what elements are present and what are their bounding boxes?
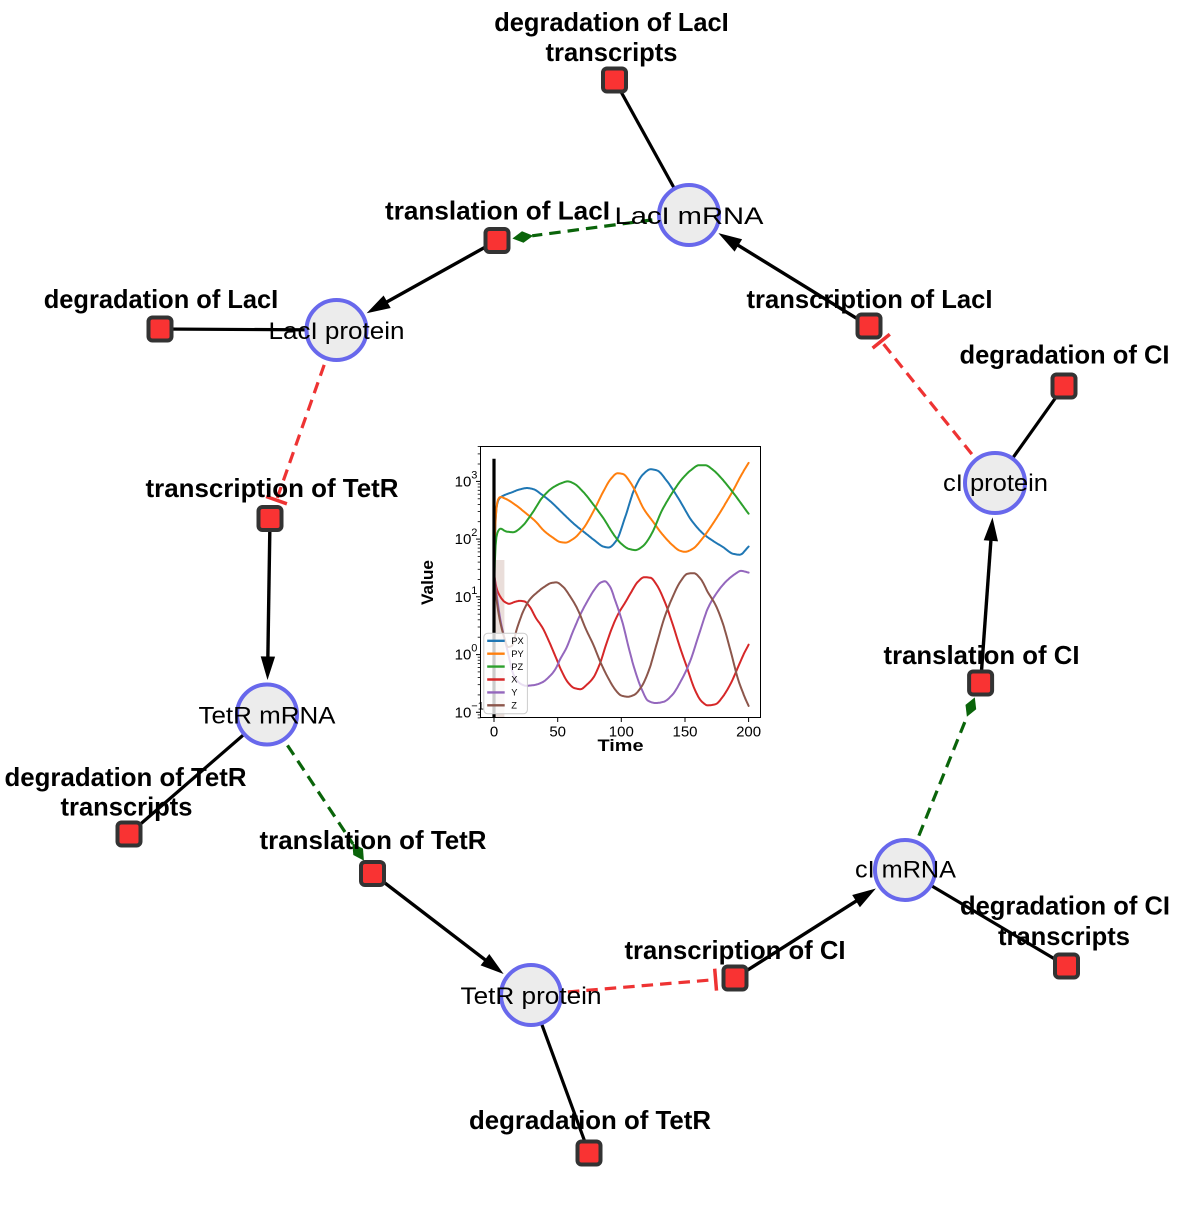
svg-text:Value: Value [418, 560, 437, 605]
svg-text:LacI protein: LacI protein [269, 318, 405, 345]
svg-text:−1: −1 [471, 700, 484, 712]
svg-text:2: 2 [471, 527, 477, 539]
svg-text:LacI mRNA: LacI mRNA [615, 203, 764, 230]
svg-text:Y: Y [511, 688, 517, 698]
svg-text:200: 200 [736, 724, 761, 741]
svg-text:10: 10 [455, 473, 472, 490]
svg-text:100: 100 [609, 724, 634, 741]
svg-text:1: 1 [471, 585, 477, 597]
svg-text:10: 10 [455, 589, 472, 606]
svg-text:transcripts: transcripts [61, 792, 193, 822]
svg-text:degradation of CI: degradation of CI [960, 891, 1170, 921]
svg-text:transcripts: transcripts [998, 921, 1130, 951]
svg-text:degradation of TetR: degradation of TetR [5, 762, 247, 792]
svg-text:10: 10 [455, 647, 472, 664]
svg-text:150: 150 [672, 724, 697, 741]
svg-text:transcription of TetR: transcription of TetR [146, 473, 399, 503]
svg-text:transcripts: transcripts [546, 37, 678, 67]
svg-text:10: 10 [455, 531, 472, 548]
svg-text:transcription of CI: transcription of CI [625, 935, 846, 965]
svg-text:cI mRNA: cI mRNA [855, 857, 956, 884]
svg-text:X: X [511, 675, 517, 685]
svg-text:3: 3 [471, 469, 477, 481]
svg-text:PX: PX [511, 636, 523, 646]
svg-text:0: 0 [490, 724, 498, 741]
svg-text:10: 10 [455, 704, 472, 721]
svg-text:transcription of LacI: transcription of LacI [747, 284, 993, 314]
svg-text:PY: PY [511, 649, 523, 659]
svg-text:TetR protein: TetR protein [461, 983, 602, 1010]
svg-text:TetR mRNA: TetR mRNA [199, 703, 336, 730]
svg-text:0: 0 [471, 643, 477, 655]
svg-text:translation of LacI: translation of LacI [385, 196, 610, 226]
svg-text:Z: Z [511, 701, 517, 711]
svg-text:cI protein: cI protein [943, 470, 1048, 497]
svg-text:degradation of TetR: degradation of TetR [469, 1105, 711, 1135]
svg-text:50: 50 [549, 724, 566, 741]
svg-text:degradation of CI: degradation of CI [960, 340, 1170, 370]
svg-text:degradation of LacI: degradation of LacI [44, 284, 279, 314]
svg-text:translation of TetR: translation of TetR [260, 825, 487, 855]
svg-text:degradation of LacI: degradation of LacI [494, 7, 729, 37]
svg-text:Time: Time [598, 736, 644, 755]
svg-text:translation of CI: translation of CI [884, 640, 1080, 670]
svg-text:PZ: PZ [511, 662, 523, 672]
